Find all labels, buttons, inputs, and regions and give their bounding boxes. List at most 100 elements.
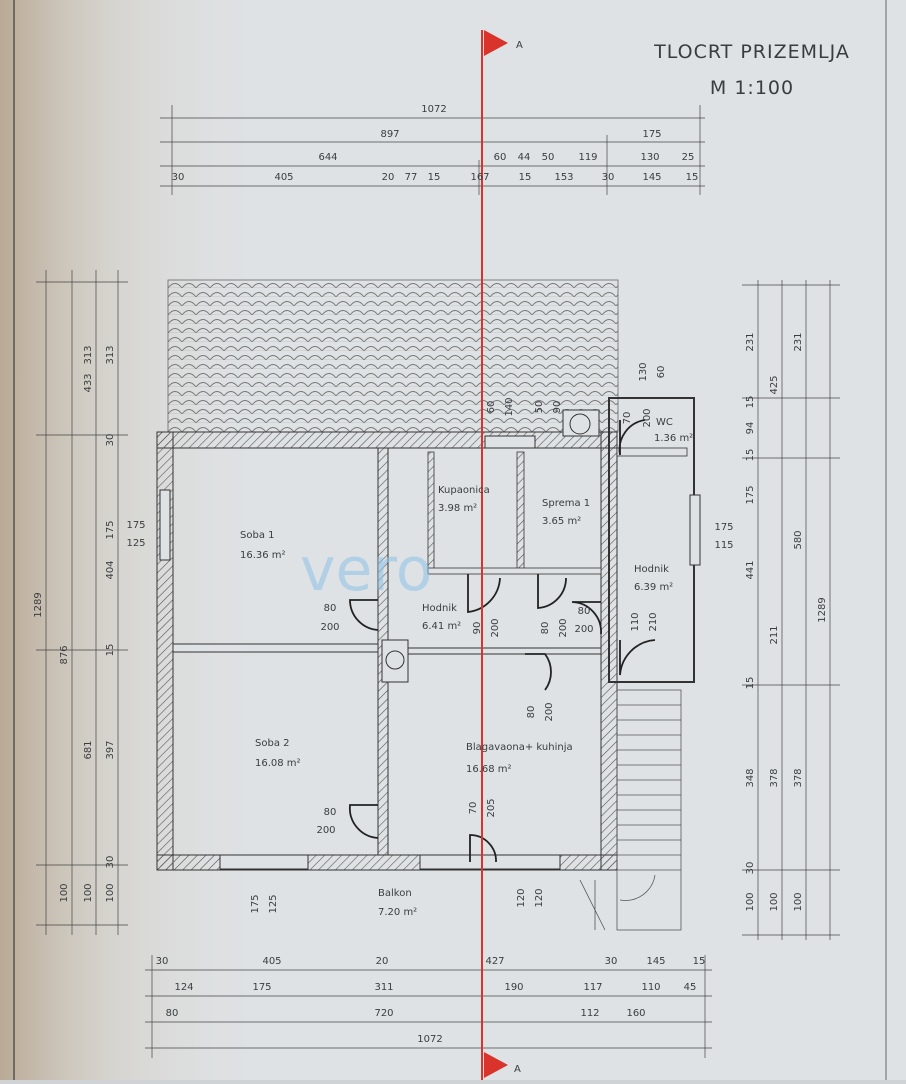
room-kupaonica-area: 3.98 m² — [438, 503, 477, 514]
svg-text:145: 145 — [642, 172, 661, 183]
roof-tiles — [167, 279, 619, 433]
svg-text:313: 313 — [105, 345, 116, 364]
svg-text:876: 876 — [59, 645, 70, 664]
svg-text:15: 15 — [745, 396, 756, 409]
dim-texts-top: 1072 897 175 644 60 44 50 119 130 25 30 … — [172, 104, 699, 183]
room-soba1-area: 16.36 m² — [240, 550, 286, 561]
svg-text:100: 100 — [59, 883, 70, 902]
room-balkon-name: Balkon — [378, 888, 412, 899]
svg-text:80: 80 — [578, 606, 591, 617]
room-labels: Soba 1 16.36 m² Soba 2 16.08 m² Kupaonic… — [240, 417, 693, 918]
svg-text:897: 897 — [380, 129, 399, 140]
svg-text:15: 15 — [686, 172, 699, 183]
svg-text:120: 120 — [516, 888, 527, 907]
svg-text:124: 124 — [174, 982, 193, 993]
svg-text:77: 77 — [405, 172, 418, 183]
svg-text:94: 94 — [745, 422, 756, 435]
svg-text:175: 175 — [252, 982, 271, 993]
walls — [156, 397, 695, 871]
svg-text:175: 175 — [250, 894, 261, 913]
dim-texts-bottom: 30 405 20 427 30 145 15 124 175 311 190 … — [156, 956, 706, 1045]
svg-text:404: 404 — [105, 560, 116, 579]
svg-text:190: 190 — [504, 982, 523, 993]
svg-text:15: 15 — [105, 644, 116, 657]
svg-text:200: 200 — [490, 618, 501, 637]
room-sprema-area: 3.65 m² — [542, 516, 581, 527]
svg-text:100: 100 — [769, 892, 780, 911]
svg-text:80: 80 — [324, 603, 337, 614]
svg-text:1072: 1072 — [417, 1034, 442, 1045]
svg-text:80: 80 — [540, 622, 551, 635]
svg-text:30: 30 — [602, 172, 615, 183]
dim-lines-bottom — [145, 955, 712, 1058]
svg-text:80: 80 — [166, 1008, 179, 1019]
svg-text:30: 30 — [156, 956, 169, 967]
svg-text:30: 30 — [105, 856, 116, 869]
svg-text:425: 425 — [769, 375, 780, 394]
svg-text:115: 115 — [714, 540, 733, 551]
room-soba2-name: Soba 2 — [255, 738, 289, 749]
svg-text:175: 175 — [714, 522, 733, 533]
svg-text:644: 644 — [318, 152, 337, 163]
watermark: vero — [300, 535, 432, 605]
svg-text:100: 100 — [83, 883, 94, 902]
svg-text:313: 313 — [83, 345, 94, 364]
svg-text:15: 15 — [519, 172, 532, 183]
svg-text:433: 433 — [83, 373, 94, 392]
svg-text:130: 130 — [638, 362, 649, 381]
room-hodnik-east-name: Hodnik — [634, 564, 669, 575]
svg-text:211: 211 — [769, 625, 780, 644]
svg-text:378: 378 — [769, 768, 780, 787]
svg-text:90: 90 — [472, 622, 483, 635]
room-hodnik-east-area: 6.39 m² — [634, 582, 673, 593]
svg-text:30: 30 — [745, 862, 756, 875]
svg-text:200: 200 — [544, 702, 555, 721]
stairs — [579, 689, 682, 931]
dim-lines-right — [742, 280, 840, 940]
svg-text:397: 397 — [105, 740, 116, 759]
title-line2: M 1:100 — [710, 77, 794, 99]
svg-text:44: 44 — [518, 152, 531, 163]
room-sprema-name: Sprema 1 — [542, 498, 590, 509]
room-wc-area: 1.36 m² — [654, 433, 693, 444]
svg-text:405: 405 — [262, 956, 281, 967]
svg-text:200: 200 — [316, 825, 335, 836]
svg-text:25: 25 — [682, 152, 695, 163]
svg-text:200: 200 — [320, 622, 339, 633]
svg-text:125: 125 — [126, 538, 145, 549]
svg-text:200: 200 — [574, 624, 593, 635]
svg-text:110: 110 — [630, 612, 641, 631]
svg-text:175: 175 — [642, 129, 661, 140]
svg-text:60: 60 — [486, 401, 497, 414]
room-wc-name: WC — [656, 417, 673, 428]
svg-text:15: 15 — [693, 956, 706, 967]
svg-text:80: 80 — [526, 706, 537, 719]
svg-text:15: 15 — [745, 449, 756, 462]
svg-text:200: 200 — [642, 408, 653, 427]
svg-text:720: 720 — [374, 1008, 393, 1019]
svg-text:153: 153 — [554, 172, 573, 183]
svg-text:175: 175 — [126, 520, 145, 531]
svg-text:210: 210 — [648, 612, 659, 631]
svg-text:125: 125 — [268, 894, 279, 913]
svg-text:110: 110 — [641, 982, 660, 993]
svg-text:681: 681 — [83, 740, 94, 759]
svg-text:15: 15 — [428, 172, 441, 183]
svg-text:112: 112 — [580, 1008, 599, 1019]
title-line1: TLOCRT PRIZEMLJA — [653, 41, 850, 63]
svg-text:348: 348 — [745, 768, 756, 787]
svg-text:231: 231 — [793, 332, 804, 351]
svg-text:167: 167 — [470, 172, 489, 183]
svg-text:60: 60 — [494, 152, 507, 163]
svg-text:1072: 1072 — [421, 104, 446, 115]
room-blagavaona-name: Blagavaona+ kuhinja — [466, 742, 573, 753]
svg-text:427: 427 — [485, 956, 504, 967]
room-hodnik-center-area: 6.41 m² — [422, 621, 461, 632]
svg-text:205: 205 — [486, 798, 497, 817]
room-soba1-name: Soba 1 — [240, 530, 274, 541]
svg-text:90: 90 — [552, 401, 563, 414]
svg-text:50: 50 — [534, 401, 545, 414]
room-kupaonica-name: Kupaonica — [438, 485, 490, 496]
svg-text:100: 100 — [745, 892, 756, 911]
